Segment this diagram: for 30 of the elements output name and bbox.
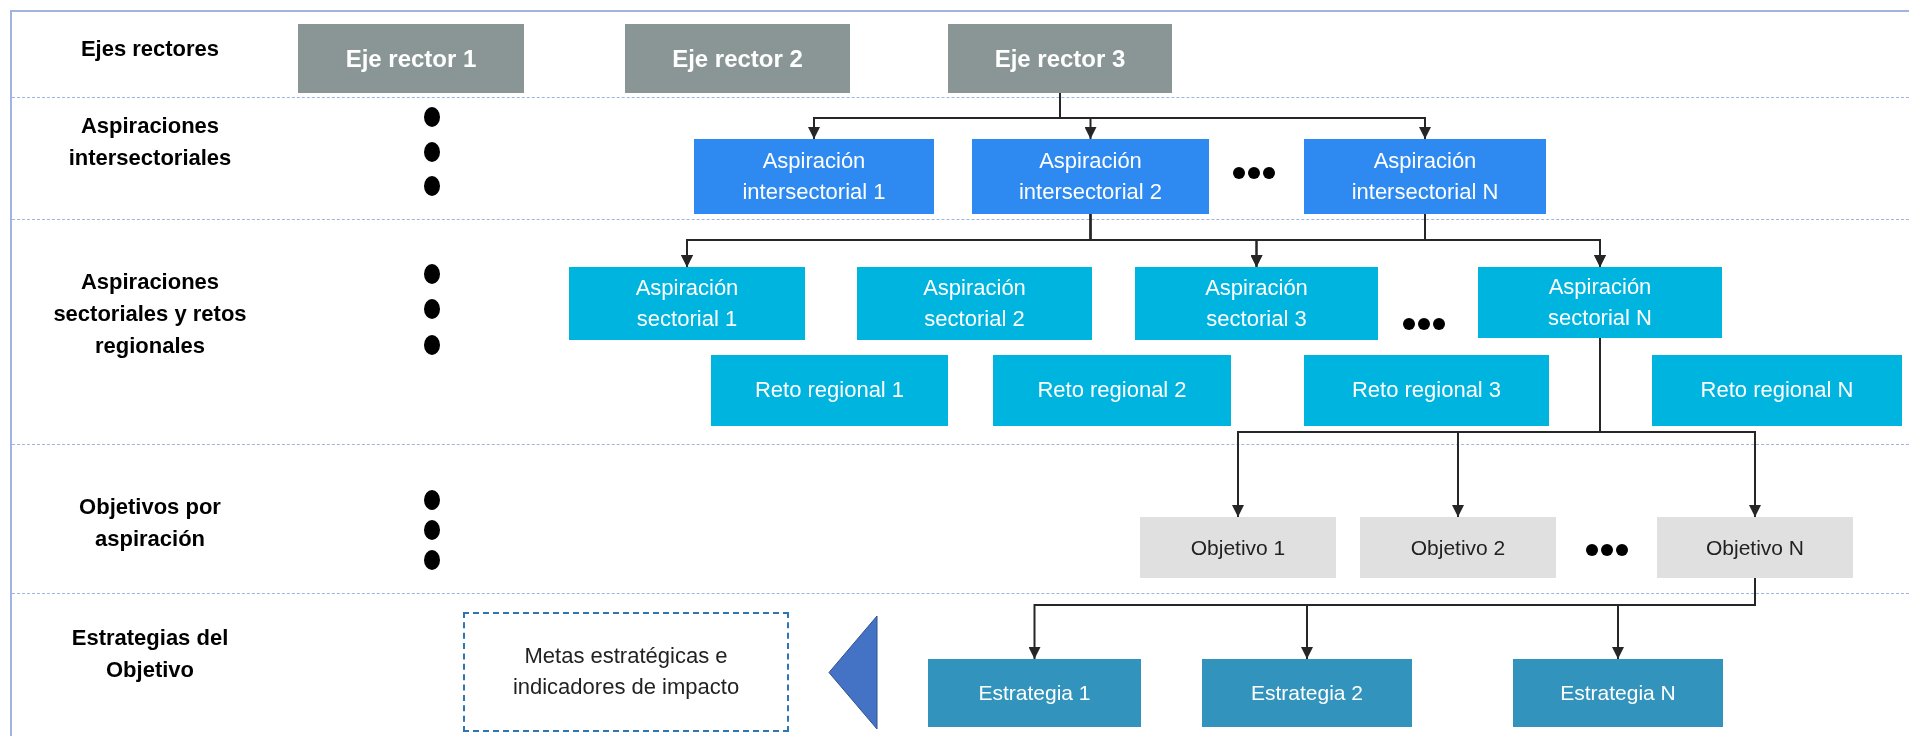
process-box: Reto regional 1 [711, 355, 948, 426]
process-box: Reto regional N [1652, 355, 1902, 426]
connector-arrow [1612, 577, 1756, 660]
row-label: Objetivos por aspiración [78, 493, 222, 553]
process-box: Reto regional 3 [1304, 355, 1549, 426]
process-box: Aspiración sectorial 1 [569, 267, 805, 340]
process-box: Aspiración intersectorial 1 [694, 139, 934, 214]
process-box: Eje rector 2 [625, 24, 850, 93]
row-label: Aspiraciones sectoriales y retos regionales [52, 268, 248, 360]
process-box: Aspiración sectorial N [1478, 267, 1722, 338]
process-box: Estrategia N [1513, 659, 1723, 727]
connector-arrow [1599, 337, 1761, 518]
process-box: Objetivo 1 [1140, 517, 1336, 578]
dashed-note-box: Metas estratégicas e indicadores de impacto [463, 612, 789, 732]
process-box: Objetivo 2 [1360, 517, 1556, 578]
triangle-pointer [828, 615, 878, 730]
process-box: Estrategia 2 [1202, 659, 1412, 727]
process-box: Objetivo N [1657, 517, 1853, 578]
connector-arrow [1424, 213, 1606, 268]
process-box: Aspiración sectorial 3 [1135, 267, 1378, 340]
process-box: Aspiración intersectorial 2 [972, 139, 1209, 214]
process-box: Aspiración intersectorial N [1304, 139, 1546, 214]
row-label: Ejes rectores [79, 35, 221, 64]
process-box: Estrategia 1 [928, 659, 1141, 727]
process-box: Eje rector 3 [948, 24, 1172, 93]
process-box: Aspiración sectorial 2 [857, 267, 1092, 340]
process-box: Eje rector 1 [298, 24, 524, 93]
row-label: Estrategias del Objetivo [70, 624, 230, 684]
row-label: Aspiraciones intersectoriales [67, 112, 233, 172]
process-box: Reto regional 2 [993, 355, 1231, 426]
